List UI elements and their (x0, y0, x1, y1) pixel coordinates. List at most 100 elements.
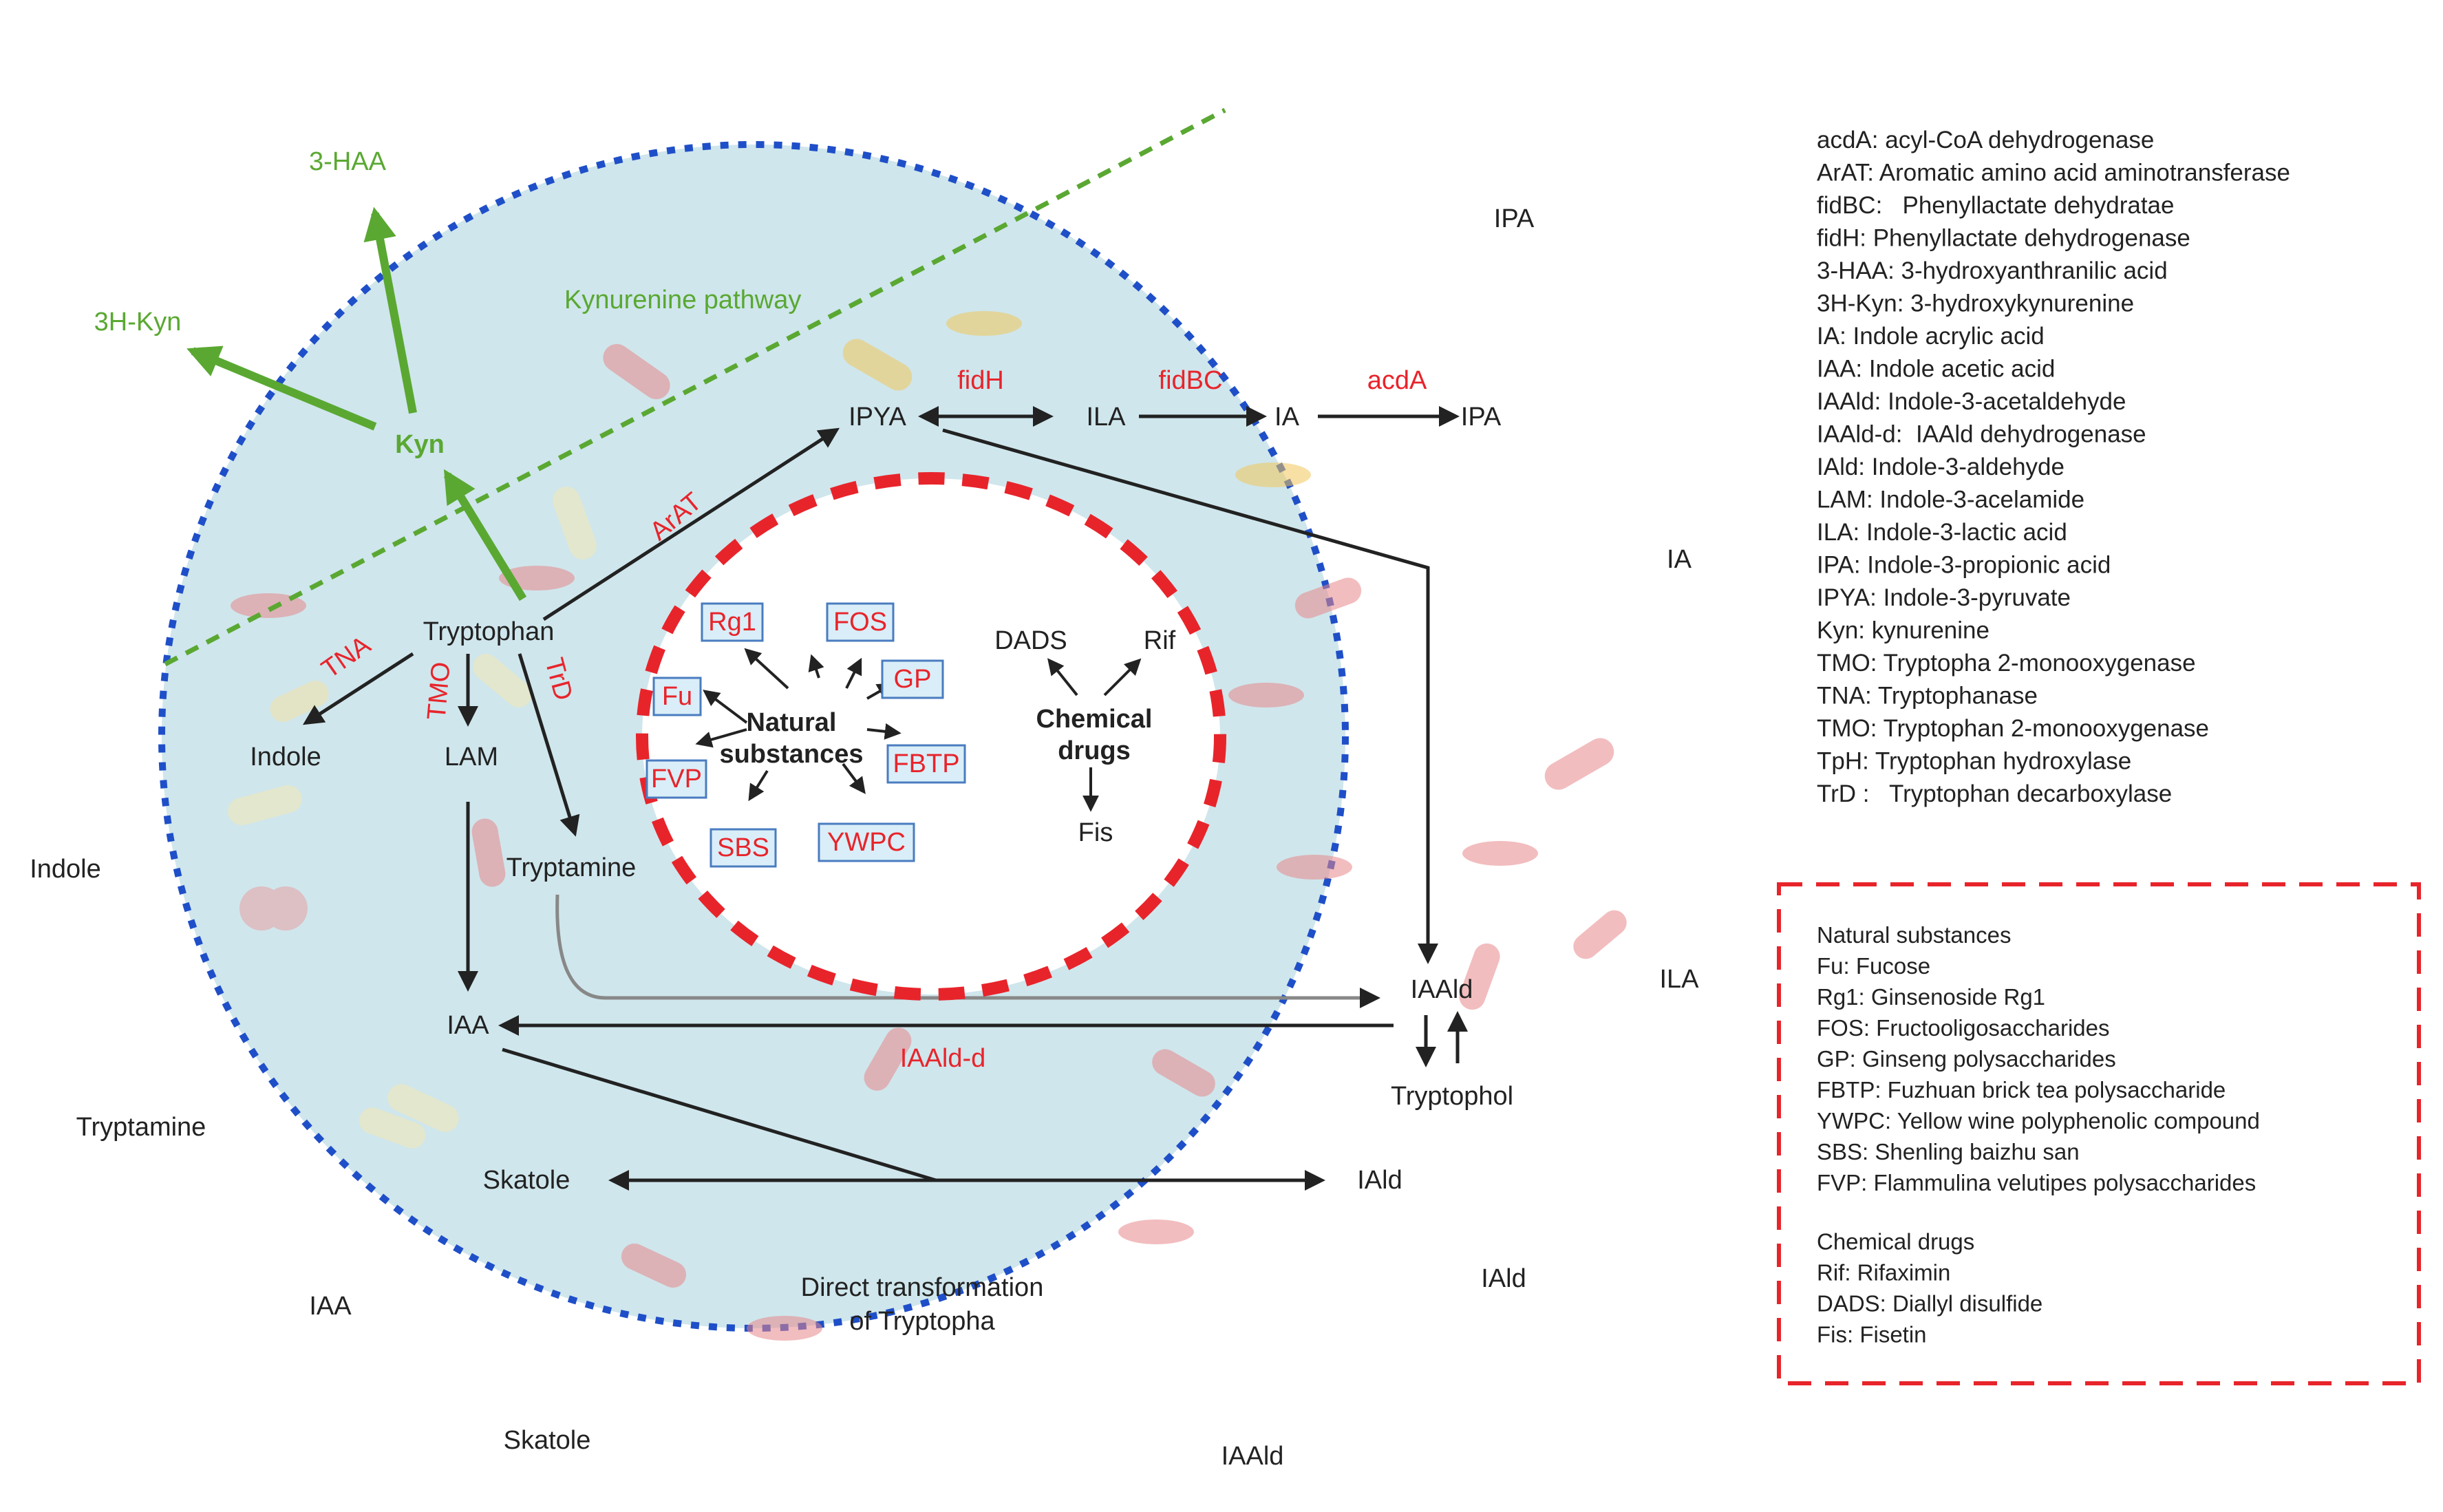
legend-entry: 3-HAA: 3-hydroxyanthranilic acid (1817, 257, 2168, 284)
enzyme-iaald-d: IAAld-d (900, 1044, 986, 1073)
enzyme-acda: acdA (1367, 366, 1427, 395)
chip-fu: Fu (652, 677, 702, 716)
legend-entry: fidBC: Phenyllactate dehydratae (1817, 192, 2174, 219)
chip-fvp-label: FVP (651, 765, 702, 794)
node-tryptamine: Tryptamine (506, 853, 637, 882)
chip-fos: FOS (826, 602, 895, 642)
natural-substances-heading: Natural substances (1817, 922, 2011, 948)
legend-entry: IAld: Indole-3-aldehyde (1817, 454, 2065, 480)
outer-label-ipa: IPA (1494, 204, 1535, 233)
chip-fbtp-label: FBTP (893, 749, 959, 778)
chip-fos-label: FOS (833, 608, 887, 637)
arrow-iaa-to-direct (502, 1047, 937, 1182)
kyn-node: Kyn (395, 430, 445, 459)
node-iaald: IAAld (1411, 975, 1473, 1004)
legend-entry: IPYA: Indole-3-pyruvate (1817, 584, 2071, 611)
arrow-tryptophan-to-ipya (542, 427, 840, 621)
drug-fis: Fis (1078, 818, 1113, 847)
chip-rg1: Rg1 (701, 602, 764, 642)
intervention-arrows (695, 648, 1142, 812)
outer-label-indole: Indole (30, 855, 101, 884)
chip-fvp: FVP (646, 759, 707, 799)
legend-entry: IAA: Indole acetic acid (1817, 356, 2055, 383)
enzyme-fidbc: fidBC (1159, 366, 1223, 395)
direct-transformation-label-2: of Tryptopha (849, 1307, 995, 1336)
legend-entry: 3H-Kyn: 3-hydroxykynurenine (1817, 290, 2134, 317)
arrow-kyn-to-3haa (363, 206, 417, 414)
kynurenine-boundary-line (164, 107, 1226, 667)
chemical-drugs-label-1: Chemical (1036, 705, 1153, 734)
intervention-circle (636, 472, 1226, 1001)
natural-substance-entry: SBS: Shenling baizhu san (1817, 1139, 2080, 1164)
node-iaa: IAA (447, 1011, 489, 1040)
direct-transformation-label-1: Direct transformation (801, 1273, 1044, 1302)
legend-entry: TrD : Tryptophan decarboxylase (1817, 780, 2172, 807)
legend-entry: TNA: Tryptophanase (1817, 683, 2038, 710)
legend-entry: IA: Indole acrylic acid (1817, 323, 2045, 350)
node-indole: Indole (250, 743, 321, 771)
legend-entry: TpH: Tryptophan hydroxylase (1817, 748, 2131, 775)
chip-sbs-label: SBS (717, 833, 769, 862)
arrow-tryptophan-to-tryptamine (518, 653, 580, 837)
natural-substances-label-2: substances (719, 740, 863, 769)
outer-label-ia: IA (1667, 545, 1692, 574)
natural-substances-label-1: Natural (747, 708, 837, 737)
bacteria-decoration (228, 311, 1627, 1341)
legend-entry: Kyn: kynurenine (1817, 617, 1989, 644)
outer-label-ila: ILA (1659, 965, 1699, 994)
node-ipa: IPA (1461, 403, 1502, 432)
chip-ywpc-label: YWPC (827, 828, 906, 857)
node-skatole: Skatole (483, 1166, 570, 1195)
chip-rg1-label: Rg1 (708, 608, 756, 637)
node-iald: IAld (1357, 1166, 1402, 1195)
enzyme-tmo: TMO (422, 661, 456, 721)
natural-substance-entry: Fu: Fucose (1817, 953, 1930, 979)
natural-substance-entry: YWPC: Yellow wine polyphenolic compound (1817, 1108, 2260, 1133)
drug-dads: DADS (994, 626, 1067, 655)
outer-label-iaa: IAA (309, 1292, 352, 1321)
node-ia: IA (1274, 403, 1300, 432)
legend-entry: fidH: Phenyllactate dehydrogenase (1817, 225, 2190, 252)
chip-gp-label: GP (894, 665, 932, 694)
node-ipya: IPYA (849, 403, 906, 432)
chemical-drugs-heading: Chemical drugs (1817, 1229, 1974, 1255)
legend-entry: IAAld-d: IAAld dehydrogenase (1817, 421, 2146, 448)
legend-entry: TMO: Tryptophan 2-monooxygenase (1817, 715, 2209, 742)
legend-entry: LAM: Indole-3-acelamide (1817, 487, 2084, 513)
node-tryptophol: Tryptophol (1391, 1082, 1513, 1111)
arrow-tryptophan-to-kyn (443, 469, 527, 601)
chemical-drugs-label-2: drugs (1058, 736, 1131, 765)
legend-entry: acdA: acyl-CoA dehydrogenase (1817, 127, 2154, 153)
kynurenine-pathway-label: Kynurenine pathway (564, 286, 801, 315)
kyn-3haa: 3-HAA (309, 147, 387, 176)
legend-entry: IAAld: Indole-3-acetaldehyde (1817, 388, 2126, 415)
outer-label-iaald: IAAld (1222, 1442, 1284, 1471)
outer-label-iald: IAld (1481, 1264, 1526, 1293)
outer-label-skatole: Skatole (504, 1426, 591, 1455)
chemical-drug-entry: Rif: Rifaximin (1817, 1260, 1950, 1286)
natural-substance-entry: Rg1: Ginsenoside Rg1 (1817, 984, 2045, 1010)
node-tryptophan: Tryptophan (423, 617, 555, 646)
node-ila: ILA (1086, 403, 1126, 432)
chemical-drug-entry: Fis: Fisetin (1817, 1322, 1927, 1348)
legend-entry: IPA: Indole-3-propionic acid (1817, 552, 2111, 579)
natural-substance-entry: FOS: Fructooligosaccharides (1817, 1015, 2110, 1041)
drug-rif: Rif (1144, 626, 1176, 655)
legend-entry: ILA: Indole-3-lactic acid (1817, 519, 2067, 546)
chip-ywpc: YWPC (818, 822, 915, 862)
kyn-3hkyn: 3H-Kyn (94, 308, 182, 337)
node-lam: LAM (445, 743, 498, 771)
chip-fbtp: FBTP (886, 744, 966, 784)
arrow-kyn-to-3hkyn (186, 345, 377, 431)
chip-sbs: SBS (710, 828, 777, 868)
pathway-arrows (302, 406, 1468, 1191)
legend-entry: TMO: Tryptopha 2-monooxygenase (1817, 650, 2196, 677)
natural-substance-entry: FBTP: Fuzhuan brick tea polysaccharide (1817, 1077, 2226, 1103)
chemical-drug-entry: DADS: Diallyl disulfide (1817, 1291, 2042, 1317)
intervention-legend-box (1777, 882, 2421, 1385)
arrow-tryptophan-to-indole (302, 652, 414, 725)
arrow-tryptamine-to-iaald (555, 894, 1380, 1008)
chip-gp: GP (881, 659, 944, 699)
